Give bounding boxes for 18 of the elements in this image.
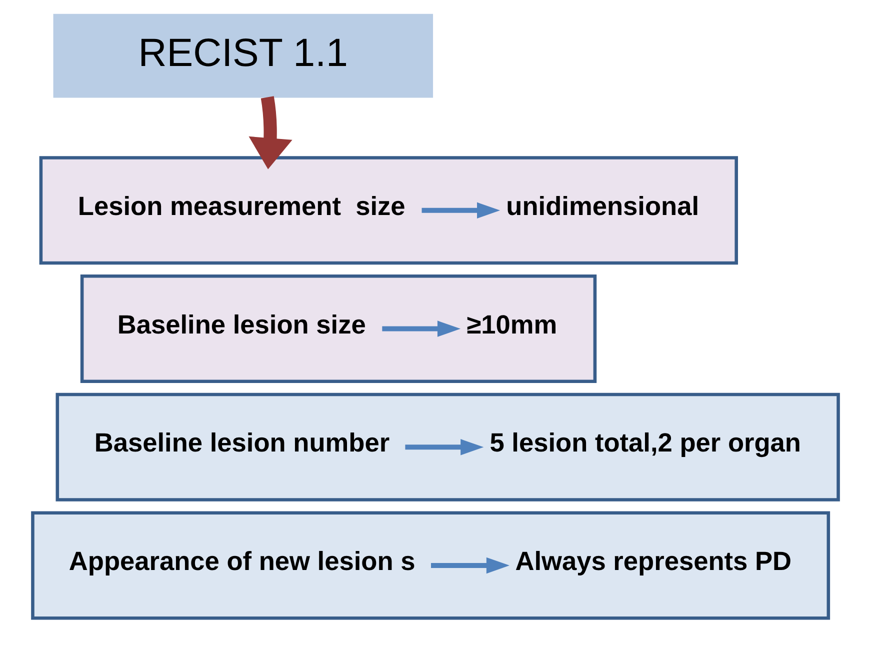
cluster bbox=[31, 511, 830, 620]
cluster bbox=[56, 392, 840, 502]
node-box: RECIST 1.1 bbox=[53, 14, 434, 98]
arrow bbox=[382, 320, 461, 337]
cluster bbox=[80, 274, 597, 383]
arrow bbox=[431, 557, 510, 574]
arrow bbox=[422, 202, 500, 218]
node-text: ≥10mm bbox=[466, 309, 558, 340]
node-text: Baseline lesion number bbox=[94, 428, 390, 458]
arrow bbox=[405, 439, 484, 456]
node-text: unidimensional bbox=[506, 190, 700, 221]
node-text: Always represents PD bbox=[515, 546, 792, 576]
node-text: Appearance of new lesion s bbox=[68, 546, 416, 576]
node-text: Baseline lesion size bbox=[117, 309, 366, 340]
cluster bbox=[39, 156, 738, 265]
node-text: Lesion measurement size bbox=[78, 190, 406, 221]
node-text: 5 lesion total,2 per organ bbox=[490, 428, 801, 458]
arrow bbox=[248, 96, 292, 170]
